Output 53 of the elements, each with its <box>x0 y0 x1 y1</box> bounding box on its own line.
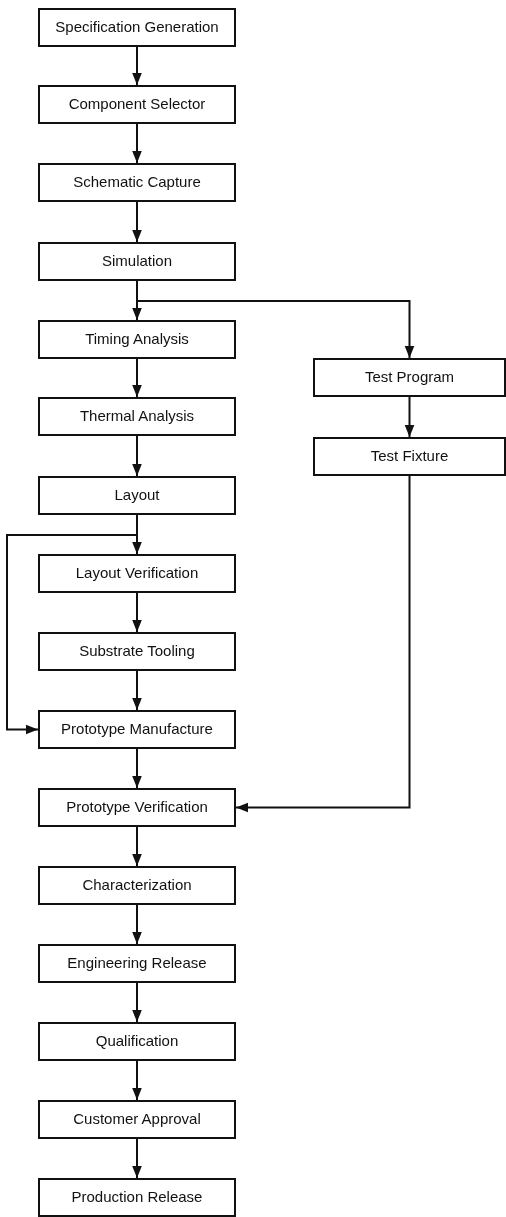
process-box <box>38 397 236 436</box>
step-label: Timing Analysis <box>85 331 189 348</box>
step-label: Production Release <box>71 1189 203 1206</box>
process-box <box>38 476 236 515</box>
step-label: Layout Verification <box>75 565 199 582</box>
step-label: Schematic Capture <box>73 174 201 191</box>
arrow <box>132 435 142 477</box>
arrow <box>132 1060 142 1101</box>
step-label: Test Fixture <box>370 448 449 465</box>
process-box <box>38 710 236 749</box>
step-label: Qualification <box>95 1033 179 1050</box>
process-box <box>38 1178 236 1217</box>
process-box <box>38 8 236 47</box>
process-box <box>38 242 236 281</box>
arrow <box>132 592 142 633</box>
step-label: Prototype Manufacture <box>61 721 213 738</box>
arrow <box>132 201 142 243</box>
arrow <box>132 123 142 164</box>
process-box <box>38 1100 236 1139</box>
step-label: Layout <box>114 487 160 504</box>
arrow <box>132 982 142 1023</box>
step-label: Substrate Tooling <box>79 643 195 660</box>
process-box <box>38 85 236 124</box>
arrow <box>235 475 411 813</box>
process-box <box>38 320 236 359</box>
arrow <box>132 826 142 867</box>
arrow <box>132 358 142 398</box>
arrow <box>132 904 142 945</box>
arrow <box>132 1138 142 1179</box>
step-label: Specification Generation <box>55 19 219 36</box>
process-box <box>38 944 236 983</box>
step-label: Characterization <box>82 877 192 894</box>
step-label: Thermal Analysis <box>79 408 195 425</box>
step-label: Engineering Release <box>67 955 207 972</box>
process-box <box>38 788 236 827</box>
process-box <box>38 632 236 671</box>
process-box <box>313 358 506 397</box>
arrow <box>132 748 142 789</box>
arrow <box>6 514 138 735</box>
step-label: Prototype Verification <box>66 799 208 816</box>
process-box <box>313 437 506 476</box>
arrow <box>404 396 415 438</box>
step-label: Customer Approval <box>73 1111 201 1128</box>
arrow <box>132 46 142 86</box>
process-box <box>38 163 236 202</box>
process-box <box>38 866 236 905</box>
process-box <box>38 1022 236 1061</box>
step-label: Test Program <box>364 369 455 386</box>
arrow <box>132 670 142 711</box>
step-label: Component Selector <box>68 96 206 113</box>
step-label: Simulation <box>101 253 172 270</box>
arrow <box>136 280 415 359</box>
process-box <box>38 554 236 593</box>
